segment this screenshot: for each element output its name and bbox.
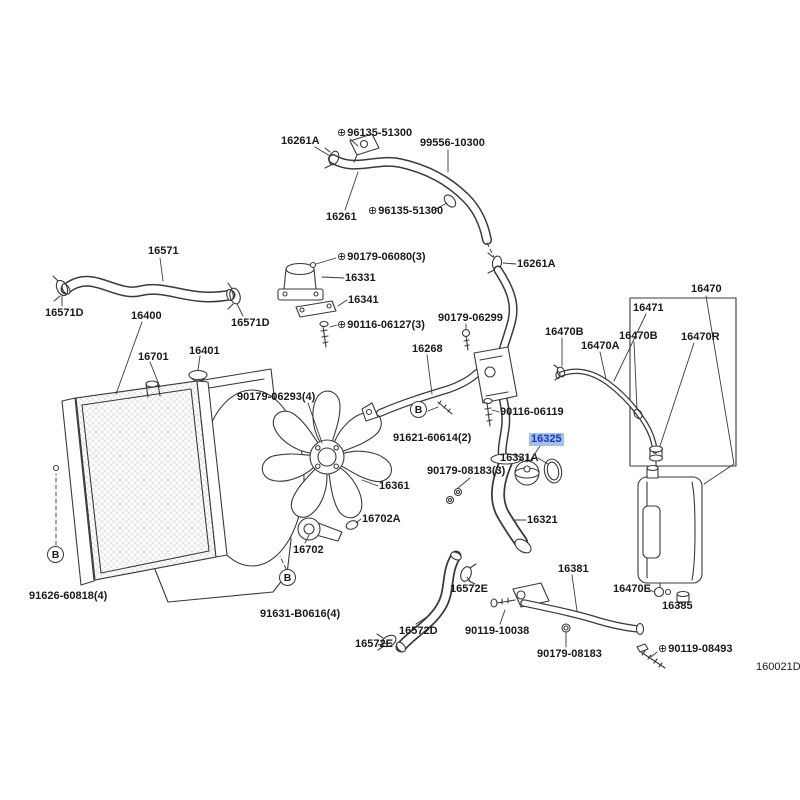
hose-clamp-16571D-left bbox=[52, 275, 69, 302]
gasket-16331A bbox=[543, 458, 563, 484]
part-label-16572E-42[interactable]: 16572E bbox=[355, 638, 393, 650]
cap-16385 bbox=[676, 590, 690, 603]
hose-clamp-16261A-top bbox=[324, 147, 340, 169]
bolt-90179-06299 bbox=[461, 328, 471, 351]
part-label-16331A-28[interactable]: 16331A bbox=[500, 452, 539, 464]
lower-radiator-hose-16572D bbox=[395, 550, 462, 653]
part-label-90116-06119-25[interactable]: 90116-06119 bbox=[500, 406, 564, 418]
inlet-pipe-16268 bbox=[361, 369, 481, 422]
upper-hose-16261 bbox=[328, 154, 492, 245]
part-label-16470B-17[interactable]: 16470B bbox=[545, 326, 584, 338]
part-label-16261A-0[interactable]: 16261A bbox=[281, 135, 320, 147]
part-label-90179-08183-43[interactable]: 90179-08183 bbox=[537, 648, 602, 660]
bolt-marker-icon: ⊕ bbox=[337, 251, 347, 263]
nut-90179-08183-single bbox=[561, 623, 571, 633]
part-label-16571-5[interactable]: 16571 bbox=[148, 245, 179, 257]
bolt-90116-06119 bbox=[483, 397, 493, 427]
radiator-16400 bbox=[52, 380, 228, 586]
diagram-id: 160021D bbox=[756, 661, 800, 673]
pipe-16381 bbox=[512, 582, 645, 636]
part-label-16341-12[interactable]: 16341 bbox=[348, 294, 379, 306]
bolt-marker-icon: ⊕ bbox=[658, 643, 668, 655]
part-label-91621-60614(2)-26[interactable]: 91621-60614(2) bbox=[393, 432, 472, 444]
part-label-90119-10038-41[interactable]: 90119-10038 bbox=[465, 625, 530, 637]
part-label-90179-06299-14[interactable]: 90179-06299 bbox=[438, 312, 503, 324]
bolt-90116-06127 bbox=[319, 320, 329, 348]
part-label-90119-08493-44[interactable]: ⊕90119-08493 bbox=[658, 643, 733, 655]
radiator-cap-16401 bbox=[188, 369, 208, 382]
part-label-90179-08183(3)-29[interactable]: 90179-08183(3) bbox=[427, 465, 506, 477]
part-label-16321-31[interactable]: 16321 bbox=[527, 514, 558, 526]
part-label-16571D-9[interactable]: 16571D bbox=[45, 307, 84, 319]
hose-clamp-16572E-upper bbox=[460, 563, 477, 585]
reserve-tank-group-box bbox=[629, 297, 737, 467]
part-label-16572D-40[interactable]: 16572D bbox=[399, 625, 438, 637]
hose-clamp-16470B-left bbox=[553, 364, 566, 381]
callout-B-2: B bbox=[410, 401, 427, 418]
bolt-90119-10038 bbox=[490, 597, 516, 608]
part-label-99556-10300-2[interactable]: 99556-10300 bbox=[420, 137, 485, 149]
part-label-16261-3[interactable]: 16261 bbox=[326, 211, 357, 223]
stud-91621-60614 bbox=[437, 400, 453, 415]
part-label-16702A-32[interactable]: 16702A bbox=[362, 513, 401, 525]
fan-16361 bbox=[261, 390, 393, 519]
dashed-reference-lines bbox=[55, 242, 495, 570]
part-label-16701-21[interactable]: 16701 bbox=[138, 351, 169, 363]
part-label-91626-60818(4)-38[interactable]: 91626-60818(4) bbox=[29, 590, 108, 602]
callout-B-0: B bbox=[47, 546, 64, 563]
part-label-16381-34[interactable]: 16381 bbox=[558, 563, 589, 575]
leader-lines bbox=[61, 138, 735, 658]
callout-B-1: B bbox=[279, 569, 296, 586]
nuts-90179-08183 bbox=[445, 487, 463, 505]
water-outlet-16321 bbox=[490, 453, 532, 554]
part-label-90179-06080(3)-6[interactable]: ⊕90179-06080(3) bbox=[337, 251, 426, 263]
engine-bracket bbox=[473, 346, 518, 404]
part-label-16470B-19[interactable]: 16470B bbox=[619, 330, 658, 342]
cap-16470R bbox=[648, 445, 664, 469]
part-label-90179-06293(4)-24[interactable]: 90179-06293(4) bbox=[237, 391, 316, 403]
hose-clamp-96135-51300-mid bbox=[443, 194, 457, 208]
spacer-16702A bbox=[345, 520, 359, 530]
part-label-16471-16[interactable]: 16471 bbox=[633, 302, 664, 314]
reservoir-tank-16470 bbox=[637, 464, 703, 584]
gasket-16341 bbox=[295, 300, 337, 318]
part-label-16400-10[interactable]: 16400 bbox=[131, 310, 162, 322]
part-label-16361-30[interactable]: 16361 bbox=[379, 480, 410, 492]
part-label-90116-06127(3)-13[interactable]: ⊕90116-06127(3) bbox=[337, 319, 425, 331]
reserve-tank-hose-16471 bbox=[555, 368, 658, 454]
hose-clamp-16470B-right bbox=[633, 408, 643, 420]
part-label-16470-15[interactable]: 16470 bbox=[691, 283, 722, 295]
upper-radiator-hose-16571 bbox=[60, 275, 236, 303]
bolt-marker-icon: ⊕ bbox=[337, 127, 347, 139]
part-label-16261A-7[interactable]: 16261A bbox=[517, 258, 556, 270]
thermostat-16325 bbox=[514, 455, 540, 486]
water-inlet-16331 bbox=[277, 261, 324, 301]
grommet-16470E bbox=[653, 582, 672, 598]
hose-clamp-16572E-lower bbox=[376, 633, 397, 651]
fan-bracket-16702 bbox=[297, 517, 359, 542]
part-label-16572E-37[interactable]: 16572E bbox=[450, 583, 488, 595]
part-label-96135-51300-1[interactable]: ⊕96135-51300 bbox=[337, 127, 413, 139]
part-label-16331-8[interactable]: 16331 bbox=[345, 272, 376, 284]
part-label-16571D-11[interactable]: 16571D bbox=[231, 317, 270, 329]
part-label-16470E-35[interactable]: 16470E bbox=[613, 583, 651, 595]
part-label-16385-36[interactable]: 16385 bbox=[662, 600, 693, 612]
part-label-16702-33[interactable]: 16702 bbox=[293, 544, 324, 556]
part-label-16470R-20[interactable]: 16470R bbox=[681, 331, 720, 343]
part-label-96135-51300-4[interactable]: ⊕96135-51300 bbox=[368, 205, 444, 217]
part-label-16401-22[interactable]: 16401 bbox=[189, 345, 220, 357]
part-label-16470A-18[interactable]: 16470A bbox=[581, 340, 620, 352]
bolt-marker-icon: ⊕ bbox=[337, 319, 347, 331]
bolt-marker-icon: ⊕ bbox=[368, 205, 378, 217]
part-label-16268-23[interactable]: 16268 bbox=[412, 343, 443, 355]
screw-90119-08493 bbox=[636, 643, 666, 669]
connector-96135-51300-top bbox=[349, 133, 380, 163]
part-label-91631-B0616(4)-39[interactable]: 91631-B0616(4) bbox=[260, 608, 341, 620]
part-label-16325-27[interactable]: 16325 bbox=[529, 433, 564, 446]
